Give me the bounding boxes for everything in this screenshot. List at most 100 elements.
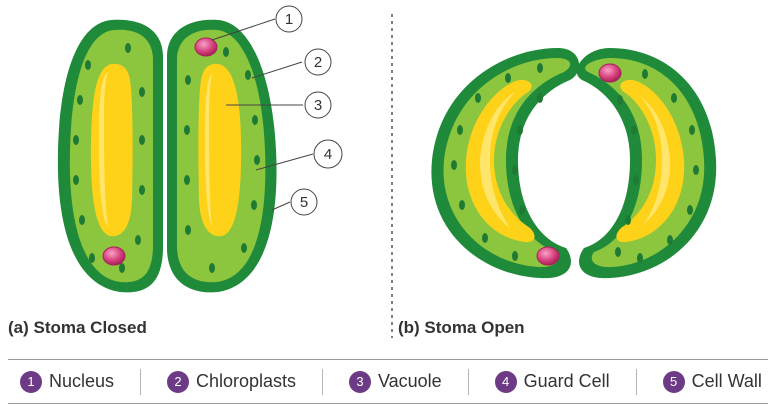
legend-label: Cell Wall bbox=[691, 371, 762, 391]
closed-stoma bbox=[57, 19, 277, 293]
chloroplast bbox=[139, 87, 145, 97]
chloroplast bbox=[519, 205, 525, 215]
chloroplast bbox=[642, 69, 648, 79]
legend-label: Guard Cell bbox=[523, 371, 610, 391]
chloroplast bbox=[209, 263, 215, 273]
legend-item-vacuole: 3 Vacuole bbox=[348, 370, 442, 393]
chloroplast bbox=[693, 165, 699, 175]
chloroplast bbox=[73, 135, 79, 145]
open-left-cytoplasm bbox=[443, 58, 571, 268]
chloroplast bbox=[139, 185, 145, 195]
chloroplast bbox=[671, 93, 677, 103]
chloroplast bbox=[139, 135, 145, 145]
callout-number: 1 bbox=[285, 11, 293, 28]
chloroplast bbox=[185, 225, 191, 235]
closed-left-vacuole-highlight bbox=[99, 72, 108, 226]
closed-right-vacuole-highlight bbox=[205, 74, 212, 226]
callout-2: 2 bbox=[304, 48, 332, 76]
legend-badge: 5 bbox=[662, 370, 685, 393]
legend-label: Vacuole bbox=[377, 371, 442, 391]
legend-item-guard-cell: 4 Guard Cell bbox=[494, 370, 610, 393]
chloroplast bbox=[537, 93, 543, 103]
open-nucleus-right bbox=[598, 63, 622, 83]
chloroplast bbox=[125, 43, 131, 53]
chloroplast bbox=[505, 73, 511, 83]
legend-badge: 2 bbox=[166, 370, 189, 393]
legend-item-nucleus: 1 Nucleus bbox=[20, 370, 115, 393]
stomata-diagram: 1 2 3 4 5 bbox=[57, 5, 717, 338]
legend: 1 Nucleus 2 Chloroplasts 3 Vacuole 4 Gua… bbox=[8, 359, 768, 404]
open-stoma bbox=[431, 48, 717, 279]
open-left-vacuole-highlight bbox=[479, 92, 515, 228]
chloroplast bbox=[667, 235, 673, 245]
chloroplast bbox=[254, 155, 260, 165]
open-right-guard-cell bbox=[576, 48, 717, 279]
chloroplast bbox=[85, 60, 91, 70]
chloroplast bbox=[482, 233, 488, 243]
callout-lines bbox=[211, 18, 314, 211]
chloroplast bbox=[73, 175, 79, 185]
chloroplast bbox=[251, 200, 257, 210]
callout-number: 3 bbox=[314, 97, 322, 114]
legend-label: Nucleus bbox=[49, 371, 115, 391]
chloroplast bbox=[135, 235, 141, 245]
open-nucleus-left bbox=[536, 246, 560, 266]
legend-badge: 4 bbox=[494, 370, 517, 393]
chloroplast bbox=[517, 125, 523, 135]
chloroplast bbox=[512, 251, 518, 261]
callout-number: 2 bbox=[314, 54, 322, 71]
chloroplast bbox=[79, 215, 85, 225]
open-right-cytoplasm bbox=[585, 58, 705, 268]
open-right-vacuole bbox=[616, 79, 685, 243]
chloroplast bbox=[184, 175, 190, 185]
chloroplast bbox=[89, 253, 95, 263]
chloroplast bbox=[537, 63, 543, 73]
legend-item-chloroplasts: 2 Chloroplasts bbox=[166, 370, 297, 393]
closed-right-guard-cell bbox=[167, 19, 277, 293]
caption-stoma-open: (b) Stoma Open bbox=[398, 318, 525, 337]
legend-separator bbox=[321, 368, 323, 395]
callout-number: 4 bbox=[324, 146, 332, 163]
chloroplast bbox=[625, 215, 631, 225]
open-left-vacuole bbox=[465, 79, 535, 243]
legend-item-cell-wall: 5 Cell Wall bbox=[662, 370, 762, 393]
callout-4: 4 bbox=[313, 139, 343, 169]
legend-badge: 1 bbox=[20, 370, 42, 393]
chloroplast bbox=[184, 125, 190, 135]
legend-badge: 3 bbox=[348, 370, 371, 393]
legend-separator bbox=[140, 368, 141, 395]
closed-chloroplasts bbox=[73, 43, 260, 273]
callout-1: 1 bbox=[275, 5, 303, 33]
chloroplast bbox=[631, 125, 637, 135]
callout-5: 5 bbox=[290, 188, 318, 216]
open-chloroplasts bbox=[451, 63, 699, 263]
closed-left-guard-cell bbox=[57, 19, 163, 293]
open-left-guard-cell bbox=[431, 48, 580, 279]
chloroplast bbox=[615, 247, 621, 257]
legend-separator bbox=[635, 368, 637, 395]
chloroplast bbox=[245, 70, 251, 80]
chloroplast bbox=[687, 205, 693, 215]
chloroplast bbox=[241, 243, 247, 253]
closed-right-vacuole bbox=[198, 63, 242, 237]
legend-separator bbox=[467, 368, 469, 395]
chloroplast bbox=[223, 47, 229, 57]
chloroplast bbox=[633, 175, 639, 185]
closed-nucleus-bottom bbox=[102, 246, 126, 266]
chloroplast bbox=[512, 165, 518, 175]
chloroplast bbox=[475, 93, 481, 103]
legend-label: Chloroplasts bbox=[195, 371, 297, 391]
closed-left-vacuole bbox=[90, 63, 133, 237]
callout-number: 5 bbox=[300, 194, 308, 211]
chloroplast bbox=[252, 115, 258, 125]
chloroplast bbox=[77, 95, 83, 105]
chloroplast bbox=[459, 200, 465, 210]
callout-3: 3 bbox=[304, 91, 332, 119]
chloroplast bbox=[185, 75, 191, 85]
chloroplast bbox=[451, 160, 457, 170]
chloroplast bbox=[119, 263, 125, 273]
closed-nucleus-top bbox=[194, 37, 218, 57]
chloroplast bbox=[689, 125, 695, 135]
chloroplast bbox=[637, 253, 643, 263]
open-right-vacuole-highlight bbox=[640, 96, 671, 224]
